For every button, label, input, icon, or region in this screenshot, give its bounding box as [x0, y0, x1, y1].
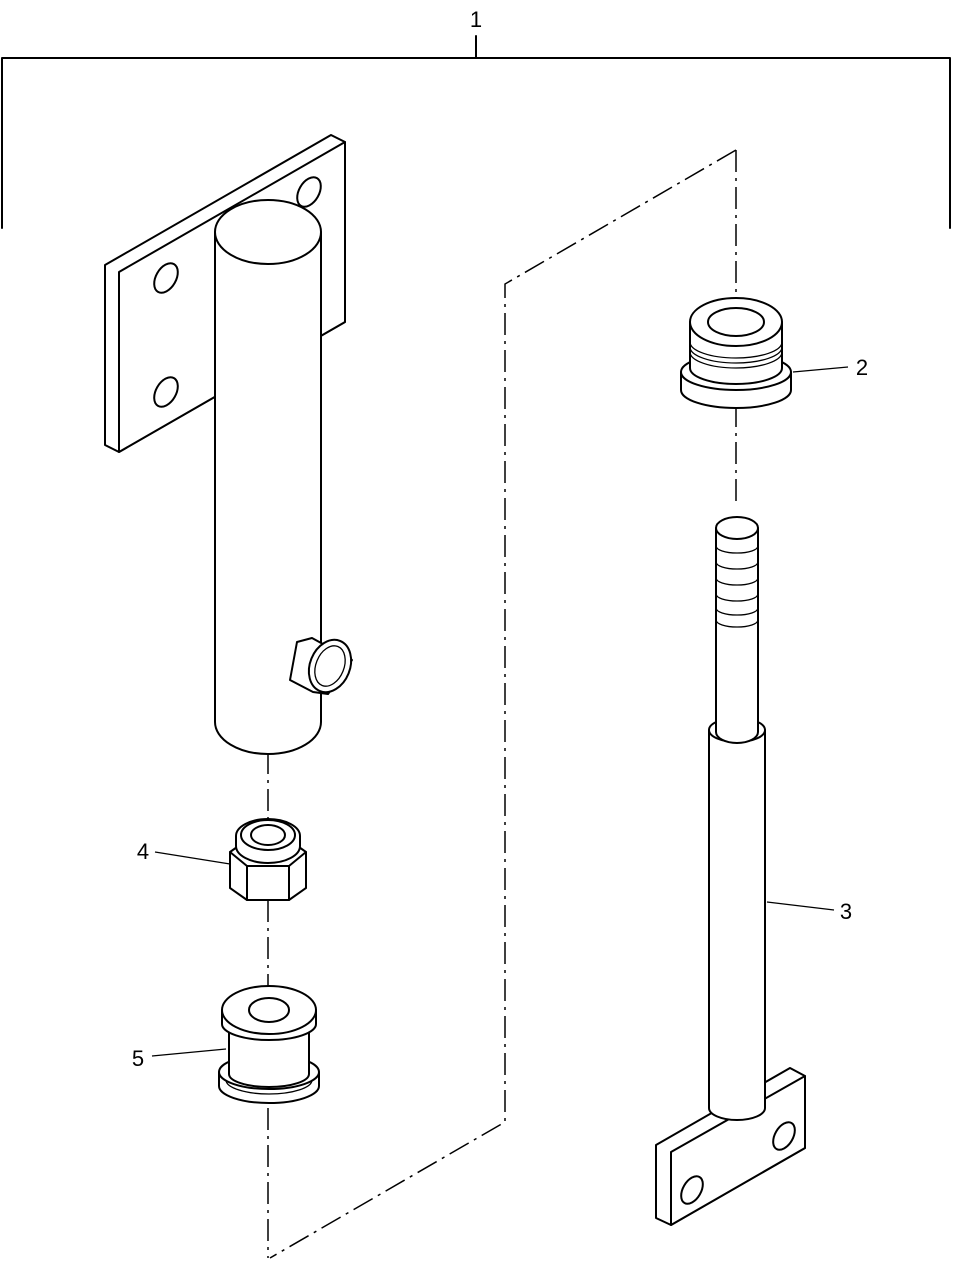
callout-5: 5 — [132, 1046, 144, 1071]
callout-4: 4 — [137, 839, 149, 864]
part-bushing-top — [680, 297, 792, 409]
mounting-plate-tube — [104, 134, 353, 755]
part-lock-nut — [229, 818, 307, 901]
callout-1: 1 — [470, 7, 482, 32]
part-bushing-bottom — [218, 985, 320, 1104]
callout-2: 2 — [856, 355, 868, 380]
center-lines — [267, 149, 737, 1259]
assembly-bracket — [1, 35, 951, 229]
callout-3: 3 — [840, 899, 852, 924]
part-threaded-rod — [655, 516, 806, 1226]
leader-lines — [151, 366, 849, 1057]
